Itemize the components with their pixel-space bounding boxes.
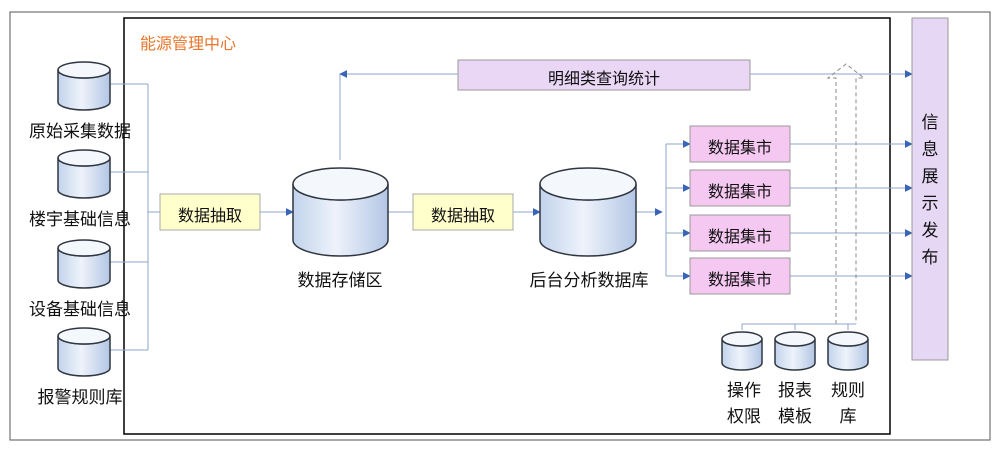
source-label-alarm: 报警规则库 (37, 388, 123, 408)
mart-box-1 (689, 125, 791, 163)
query-box (457, 59, 751, 91)
bottom-label-rules: 规则库 (831, 381, 865, 427)
mart-label-1: 数据集市 (707, 138, 772, 157)
query-connectors (339, 70, 913, 160)
source-db-building-icon (57, 149, 111, 199)
query-label: 明细类查询统计 (547, 69, 660, 88)
source-db-device-icon (57, 239, 111, 289)
mart-label-4: 数据集市 (707, 270, 772, 289)
extract-box-2 (412, 193, 514, 231)
source-label-raw: 原始采集数据 (29, 122, 131, 142)
mart-label-3: 数据集市 (707, 227, 772, 246)
publish-label: 信息展示发布 (921, 113, 939, 268)
mart-box-3 (689, 214, 791, 252)
source-db-raw-icon (57, 61, 111, 111)
publish-box (911, 17, 949, 361)
analysis-label: 后台分析数据库 (529, 271, 649, 291)
cylinders (57, 61, 869, 377)
hollow-up-arrow (826, 63, 866, 324)
analysis-db-icon (539, 167, 637, 257)
extract-label-1: 数据抽取 (177, 206, 242, 225)
storage-db-icon (292, 167, 389, 257)
outer-frame (9, 11, 991, 441)
bottom-label-report: 报表模板 (778, 381, 812, 427)
rules-db-icon (827, 331, 869, 371)
report-db-icon (774, 331, 816, 371)
center-title: 能源管理中心 (140, 34, 237, 53)
bottom-connectors (741, 323, 856, 330)
bottom-label-permission: 操作权限 (727, 381, 761, 427)
mart-box-4 (689, 257, 791, 295)
mart-box-2 (689, 169, 791, 207)
extract-label-2: 数据抽取 (430, 206, 495, 225)
source-label-building: 楼宇基础信息 (29, 210, 131, 230)
storage-label: 数据存储区 (297, 271, 383, 291)
permission-db-icon (721, 331, 763, 371)
source-label-device: 设备基础信息 (29, 300, 131, 320)
energy-center-frame (123, 17, 891, 435)
extract-box-1 (159, 193, 261, 231)
mart-label-2: 数据集市 (707, 182, 772, 201)
mart-connectors (636, 140, 913, 280)
source-connectors (110, 83, 160, 351)
source-db-alarm-icon (57, 327, 111, 377)
